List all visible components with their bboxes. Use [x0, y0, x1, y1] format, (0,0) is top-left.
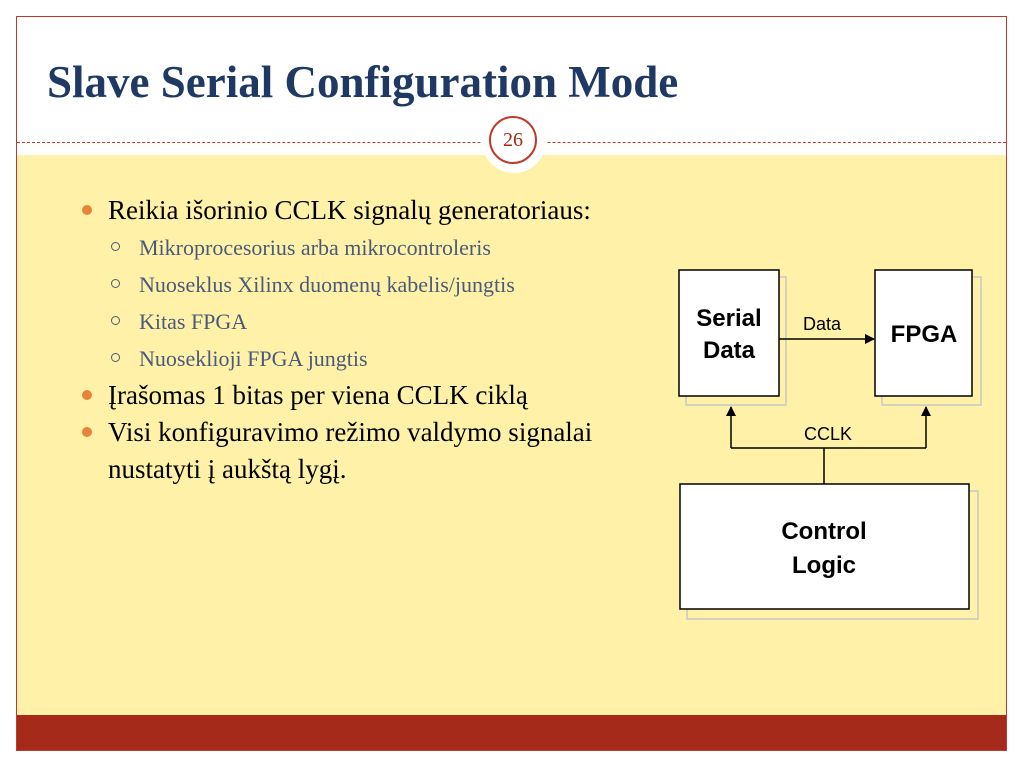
sub-bullet-item: Nuoseklus Xilinx duomenų kabelis/jungtis — [80, 266, 640, 303]
control-logic-box: Control Logic — [679, 483, 979, 620]
sub-bullet-text: Nuoseklioji FPGA jungtis — [139, 346, 368, 371]
serial-data-box: Serial Data — [678, 269, 787, 406]
fpga-box: FPGA — [874, 269, 982, 406]
sub-bullet-text: Mikroprocesorius arba mikrocontroleris — [139, 235, 491, 260]
fpga-label: FPGA — [891, 321, 958, 348]
footer-bar — [17, 715, 1006, 750]
bullet-dot-icon — [82, 390, 92, 400]
control-logic-label-line1: Control — [781, 518, 866, 545]
bullet-item-3: Visi konfiguravimo režimo valdymo signal… — [80, 414, 640, 488]
content-area — [17, 155, 1006, 715]
sub-bullet-item: Mikroprocesorius arba mikrocontroleris — [80, 229, 640, 266]
hollow-circle-bullet-icon — [111, 316, 120, 325]
hollow-circle-bullet-icon — [111, 353, 120, 362]
bullet-text: Reikia išorinio CCLK signalų generatoria… — [108, 195, 591, 225]
bullet-text: Įrašomas 1 bitas per viena CCLK ciklą — [108, 380, 528, 410]
serial-data-label-line2: Data — [703, 337, 756, 364]
slide-title: Slave Serial Configuration Mode — [47, 57, 679, 107]
cclk-label: CCLK — [804, 424, 852, 444]
data-arrow-label: Data — [803, 314, 842, 334]
sub-bullet-text: Kitas FPGA — [139, 309, 248, 334]
bullet-dot-icon — [82, 427, 92, 437]
bullet-dot-icon — [82, 205, 92, 215]
bullet-list: Reikia išorinio CCLK signalų generatoria… — [80, 192, 640, 488]
sub-bullet-item: Nuoseklioji FPGA jungtis — [80, 340, 640, 377]
sub-bullet-text: Nuoseklus Xilinx duomenų kabelis/jungtis — [139, 272, 515, 297]
serial-data-label-line1: Serial — [696, 305, 761, 332]
sub-bullet-item: Kitas FPGA — [80, 303, 640, 340]
page-number-badge: 26 — [489, 116, 537, 164]
bullet-text: Visi konfiguravimo režimo valdymo signal… — [108, 417, 593, 484]
control-logic-label-line2: Logic — [792, 552, 856, 579]
hollow-circle-bullet-icon — [111, 279, 120, 288]
bullet-item-1: Reikia išorinio CCLK signalų generatoria… — [80, 192, 640, 229]
hollow-circle-bullet-icon — [111, 242, 120, 251]
bullet-item-2: Įrašomas 1 bitas per viena CCLK ciklą — [80, 377, 640, 414]
